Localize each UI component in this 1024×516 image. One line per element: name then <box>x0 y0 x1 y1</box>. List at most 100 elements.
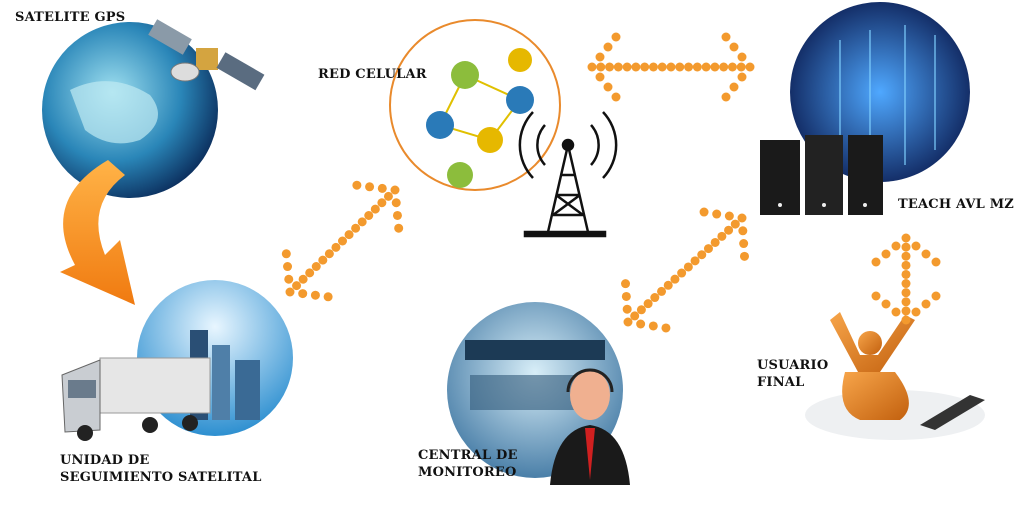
arrow-dot <box>901 315 911 325</box>
arrow-dot <box>305 268 315 278</box>
arrow-dot <box>737 52 747 62</box>
arrow-dot <box>365 182 375 192</box>
arrow-dot <box>370 204 380 214</box>
monitoring-center-label: CENTRAL DE MONITOREO <box>418 447 518 481</box>
cellular-network-label: RED CELULAR <box>318 67 427 82</box>
arrow-dot <box>739 239 749 249</box>
arrow-dot <box>745 62 755 72</box>
arrow-server-to-user <box>871 233 941 325</box>
arrow-dot <box>648 62 658 72</box>
arrow-dot <box>298 289 308 299</box>
arrow-dot <box>281 249 291 259</box>
arrow-dot <box>871 257 881 267</box>
arrow-dot <box>657 62 667 72</box>
arrow-dot <box>901 260 911 270</box>
arrow-dot <box>390 185 400 195</box>
globe-illustration <box>42 22 218 198</box>
server-label: TEACH AVL MZ <box>898 197 1014 212</box>
monitoring-center-label-line2: MONITOREO <box>418 465 517 480</box>
arrow-dot <box>622 304 632 314</box>
arrow-dot <box>284 274 294 284</box>
arrow-dot <box>724 211 734 221</box>
arrow-dot <box>921 249 931 259</box>
arrow-dot <box>392 210 402 220</box>
arrow-dot <box>596 62 606 72</box>
arrow-dot <box>595 52 605 62</box>
arrow-cellular-to-server <box>587 32 755 102</box>
arrow-dot <box>901 288 911 298</box>
curved-arrow-icon <box>60 160 135 305</box>
tracking-unit-label-line1: UNIDAD DE <box>60 453 150 468</box>
arrow-dot <box>712 209 722 219</box>
arrow-dot <box>739 251 749 261</box>
arrow-tracking-to-cellular <box>281 180 404 302</box>
dotted-arrows <box>281 32 941 333</box>
arrow-dot <box>357 217 367 227</box>
arrow-dot <box>931 291 941 301</box>
cellular-network-illustration <box>389 19 561 191</box>
arrow-dot <box>657 286 667 296</box>
arrow-dot <box>377 198 387 208</box>
arrow-dot <box>675 62 685 72</box>
arrow-dot <box>729 82 739 92</box>
arrow-dot <box>611 32 621 42</box>
arrow-dot <box>891 307 901 317</box>
arrow-dot <box>701 62 711 72</box>
arrow-dot <box>636 305 646 315</box>
tracking-unit-label: UNIDAD DE SEGUIMIENTO SATELITAL <box>60 452 262 486</box>
arrow-dot <box>692 62 702 72</box>
arrow-dot <box>352 180 362 190</box>
arrow-dot <box>603 82 613 92</box>
arrow-dot <box>670 274 680 284</box>
arrow-dot <box>730 219 740 229</box>
arrow-dot <box>719 62 729 72</box>
arrow-dot <box>666 62 676 72</box>
arrow-dot <box>324 249 334 259</box>
arrow-dot <box>603 42 613 52</box>
arrow-dot <box>285 287 295 297</box>
end-user-label-line2: FINAL <box>757 375 805 390</box>
arrow-dot <box>621 291 631 301</box>
arrow-dot <box>636 319 646 329</box>
arrow-dot <box>331 242 341 252</box>
monitoring-center-label-line1: CENTRAL DE <box>418 448 518 463</box>
arrow-dot <box>298 274 308 284</box>
arrow-dot <box>901 297 911 307</box>
arrow-dot <box>690 256 700 266</box>
arrow-dot <box>683 262 693 272</box>
arrow-dot <box>697 250 707 260</box>
arrow-dot <box>311 262 321 271</box>
arrow-dot <box>727 62 737 72</box>
arrow-dot <box>710 237 720 247</box>
arrow-dot <box>677 268 687 278</box>
arrow-dot <box>394 223 404 233</box>
arrow-dot <box>650 293 660 303</box>
arrow-dot <box>721 32 731 42</box>
arrow-dot <box>587 62 597 72</box>
arrow-dot <box>871 291 881 301</box>
arrow-dot <box>323 292 333 302</box>
arrow-dot <box>901 269 911 279</box>
arrow-dot <box>729 42 739 52</box>
arrow-dot <box>344 230 354 240</box>
end-user-label: USUARIO FINAL <box>757 357 828 391</box>
arrow-monitoring-to-server <box>621 207 749 333</box>
end-user-label-line1: USUARIO <box>757 358 829 373</box>
arrow-dot <box>613 62 623 72</box>
arrow-dot <box>737 213 747 223</box>
arrow-dot <box>630 311 640 321</box>
arrow-dot <box>661 323 671 333</box>
truck-city-illustration <box>61 280 293 441</box>
arrow-dot <box>901 242 911 252</box>
arrow-dot <box>931 257 941 267</box>
arrow-dot <box>891 241 901 251</box>
satellite-icon <box>148 19 265 91</box>
arrow-dot <box>383 191 393 201</box>
arrow-dot <box>631 62 641 72</box>
arrow-dot <box>595 72 605 82</box>
arrow-dot <box>736 62 746 72</box>
arrow-dot <box>901 306 911 316</box>
arrow-dot <box>643 299 653 309</box>
arrow-dot <box>377 183 387 193</box>
arrow-dot <box>640 62 650 72</box>
